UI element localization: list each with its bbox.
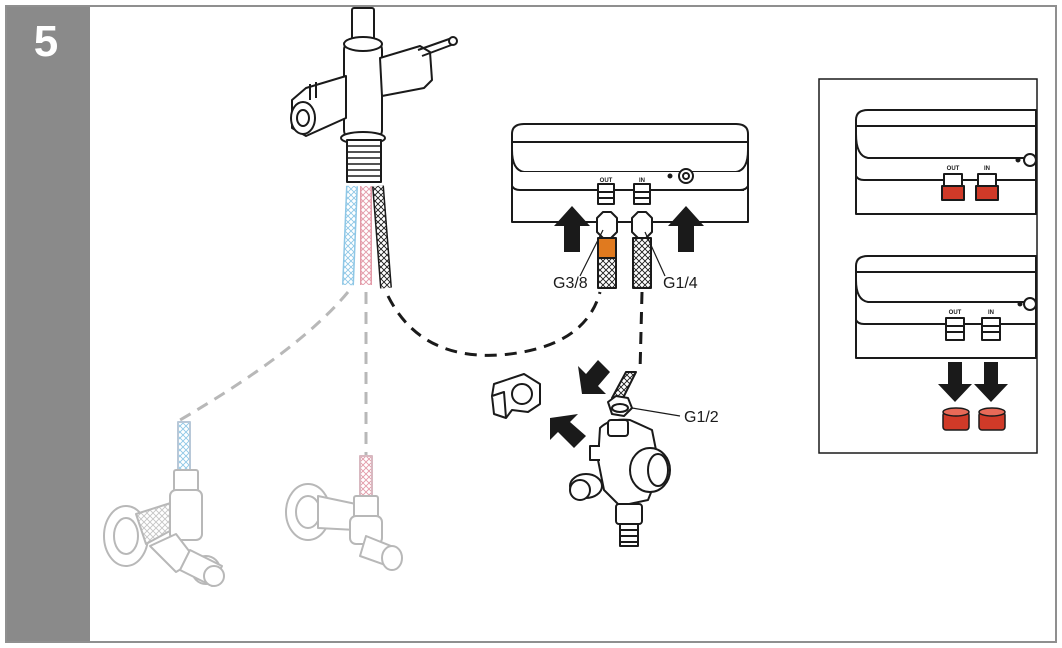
- hose-clip: [491, 373, 541, 419]
- port-label-in: IN: [639, 178, 645, 184]
- step-number: 5: [34, 17, 58, 66]
- red-cap: [978, 407, 1006, 431]
- angle-valve-right: [285, 455, 403, 571]
- step-sidebar: [7, 7, 90, 641]
- inset-port-out-2: OUT: [949, 310, 962, 316]
- leader-out: [579, 229, 604, 277]
- faucet-hoses: [342, 185, 392, 289]
- inset-unit-capped: [855, 109, 1037, 215]
- arrow-diagonal-icon: [578, 360, 610, 394]
- inset-unit-open: [855, 255, 1037, 359]
- dashed-paths: [179, 291, 644, 456]
- arrow-up-icon: [668, 206, 704, 252]
- leader-in: [644, 231, 666, 277]
- inset-port-out-1: OUT: [947, 166, 960, 172]
- inset-port-in-1: IN: [984, 166, 990, 172]
- label-g1-2: G1/2: [684, 409, 719, 426]
- out-hose: [596, 211, 618, 289]
- label-g1-4: G1/4: [663, 275, 698, 292]
- faucet: [290, 7, 458, 183]
- label-g3-8: G3/8: [553, 275, 588, 292]
- diverter-valve: [569, 371, 671, 547]
- leader-valve: [631, 407, 681, 417]
- inset-port-in-2: IN: [988, 310, 994, 316]
- arrow-diagonal-icon: [550, 414, 586, 448]
- arrow-up-icon: [554, 206, 590, 252]
- arrow-down-icon: [974, 362, 1008, 402]
- filter-unit: [511, 123, 749, 223]
- red-cap: [942, 407, 970, 431]
- angle-valve-left: [103, 421, 225, 587]
- arrow-down-icon: [938, 362, 972, 402]
- port-label-out: OUT: [600, 178, 613, 184]
- in-hose: [631, 211, 653, 289]
